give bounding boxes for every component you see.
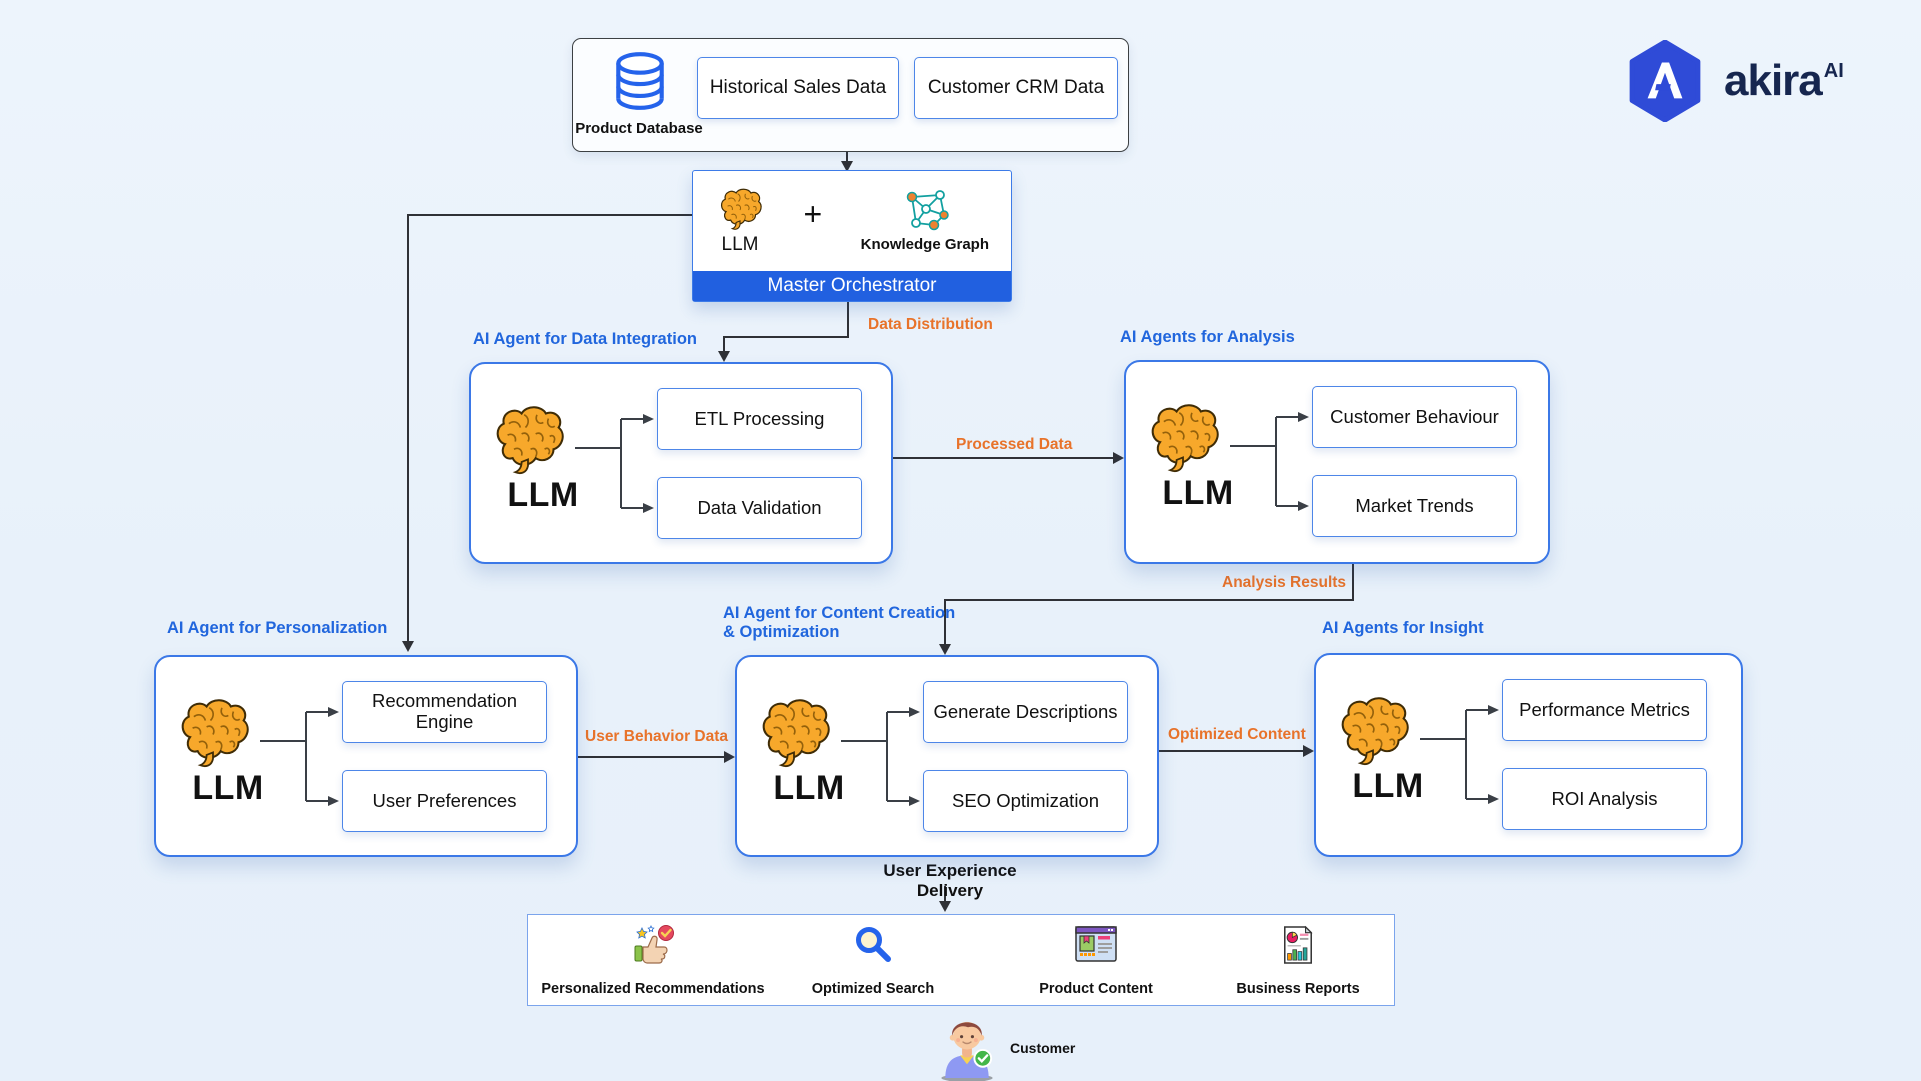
agent-box-content-creation: LLM Generate Descriptions SEO Optimizati… [735,655,1159,857]
node-generate-descriptions: Generate Descriptions [923,681,1128,743]
delivery-optimized-search: Optimized Search [758,925,988,997]
flow-processed-data: Processed Data [956,436,1073,453]
node-seo-optimization: SEO Optimization [923,770,1128,832]
agent-box-insight: LLM Performance Metrics ROI Analysis [1314,653,1743,857]
knowledge-graph-icon [901,189,949,231]
delivery-label: Product Content [1039,981,1153,997]
brain-icon [487,402,599,476]
thumbs-up-icon [631,925,675,965]
node-roi-analysis: ROI Analysis [1502,768,1707,830]
delivery-label: Business Reports [1236,981,1360,997]
source-historical-sales: Historical Sales Data [697,57,899,119]
label-analysis: AI Agents for Analysis [1120,328,1295,346]
agent-box-analysis: LLM Customer Behaviour Market Trends [1124,360,1550,564]
flow-data-distribution: Data Distribution [868,316,993,333]
orchestrator-llm-label: LLM [721,234,759,255]
delivery-label: Optimized Search [811,981,935,997]
node-user-preferences: User Preferences [342,770,547,832]
label-data-integration: AI Agent for Data Integration [473,330,697,348]
product-content-icon [1074,925,1118,963]
knowledge-graph-label: Knowledge Graph [860,236,989,253]
llm-label: LLM [1162,474,1234,512]
label-personalization: AI Agent for Personalization [167,619,388,637]
database-icon [609,47,671,115]
agent-box-data-integration: LLM ETL Processing Data Validation [469,362,893,564]
data-sources-box: Product Database Historical Sales Data C… [572,38,1129,152]
customer-avatar [935,1012,999,1081]
node-performance-metrics: Performance Metrics [1502,679,1707,741]
label-content-creation: AI Agent for Content Creation & Optimiza… [723,604,955,642]
llm-label: LLM [1352,767,1424,805]
logo-ai-sup: AI [1823,60,1844,82]
delivery-personalized-recommendations: Personalized Recommendations [538,925,768,997]
flow-analysis-results: Analysis Results [1222,574,1347,591]
flow-optimized-content: Optimized Content [1168,726,1306,743]
delivery-product-content: Product Content [981,925,1211,997]
brain-icon [172,695,284,769]
customer-label: Customer [1010,1040,1076,1056]
flow-user-behavior-data: User Behavior Data [585,728,729,745]
master-orchestrator-box: LLM + Knowled [692,170,1012,302]
business-reports-icon [1281,925,1315,965]
node-market-trends: Market Trends [1312,475,1517,537]
brain-icon [715,186,765,231]
delivery-business-reports: Business Reports [1183,925,1413,997]
node-recommendation-engine: Recommendation Engine [342,681,547,743]
source-customer-crm: Customer CRM Data [914,57,1118,119]
llm-label: LLM [773,769,845,807]
label-content-line2: & Optimization [723,622,840,641]
node-etl-processing: ETL Processing [657,388,862,450]
product-database-label: Product Database [575,120,703,137]
brain-icon [1332,693,1444,767]
flow-user-experience-delivery: User Experience Delivery [883,861,1017,900]
brain-icon [753,695,865,769]
llm-label: LLM [507,476,579,514]
node-customer-behaviour: Customer Behaviour [1312,386,1517,448]
search-icon [853,925,893,965]
delivery-label: Personalized Recommendations [541,981,765,997]
brain-icon [1142,400,1254,474]
plus-sign: + [803,195,823,232]
hexagon-logo-icon [1628,40,1702,122]
master-orchestrator-title: Master Orchestrator [693,271,1011,301]
label-content-line1: AI Agent for Content Creation [723,604,956,622]
node-data-validation: Data Validation [657,477,862,539]
label-insight: AI Agents for Insight [1322,619,1484,637]
llm-label: LLM [192,769,264,807]
agent-box-personalization: LLM Recommendation Engine User Preferenc… [154,655,578,857]
delivery-box: Personalized Recommendations Optimized S… [527,914,1395,1006]
